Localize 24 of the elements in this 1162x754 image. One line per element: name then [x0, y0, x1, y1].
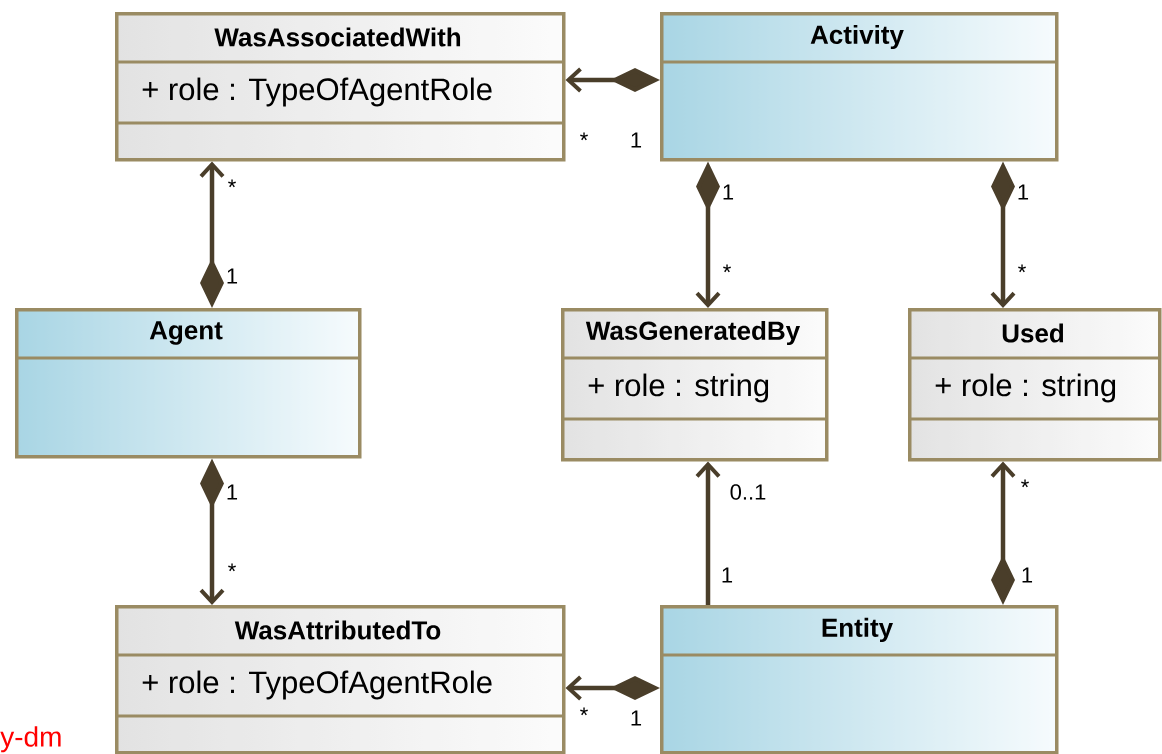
class-box: Activity	[660, 12, 1059, 162]
class-box: WasGeneratedBy + role : string	[561, 308, 829, 462]
multiplicity-label: 0..1	[730, 484, 766, 500]
multiplicity-label: 1	[1022, 567, 1033, 583]
class-box: WasAssociatedWith + role : TypeOfAgentRole	[115, 12, 566, 162]
class-box: Entity	[660, 605, 1059, 754]
multiplicity-label: *	[723, 264, 731, 273]
class-box: Agent	[15, 308, 362, 459]
multiplicity-label: 1	[227, 268, 238, 284]
multiplicity-label: 1	[631, 710, 642, 726]
multiplicity-label: 1	[227, 484, 238, 500]
multiplicity-label: 1	[631, 132, 642, 148]
note: y-dm	[0, 726, 61, 753]
multiplicity-label: *	[228, 179, 236, 188]
multiplicity-label: 1	[1018, 184, 1029, 200]
class-box: WasAttributedTo + role : TypeOfAgentRole	[115, 605, 566, 754]
class-box: Used + role : string	[908, 308, 1162, 462]
composition-arrow	[695, 461, 721, 605]
multiplicity-label: *	[1021, 479, 1029, 488]
multiplicity-label: 1	[723, 184, 734, 200]
multiplicity-label: *	[228, 563, 236, 572]
multiplicity-label: *	[580, 707, 588, 716]
multiplicity-label: 1	[722, 567, 733, 583]
multiplicity-label: *	[1018, 264, 1026, 273]
